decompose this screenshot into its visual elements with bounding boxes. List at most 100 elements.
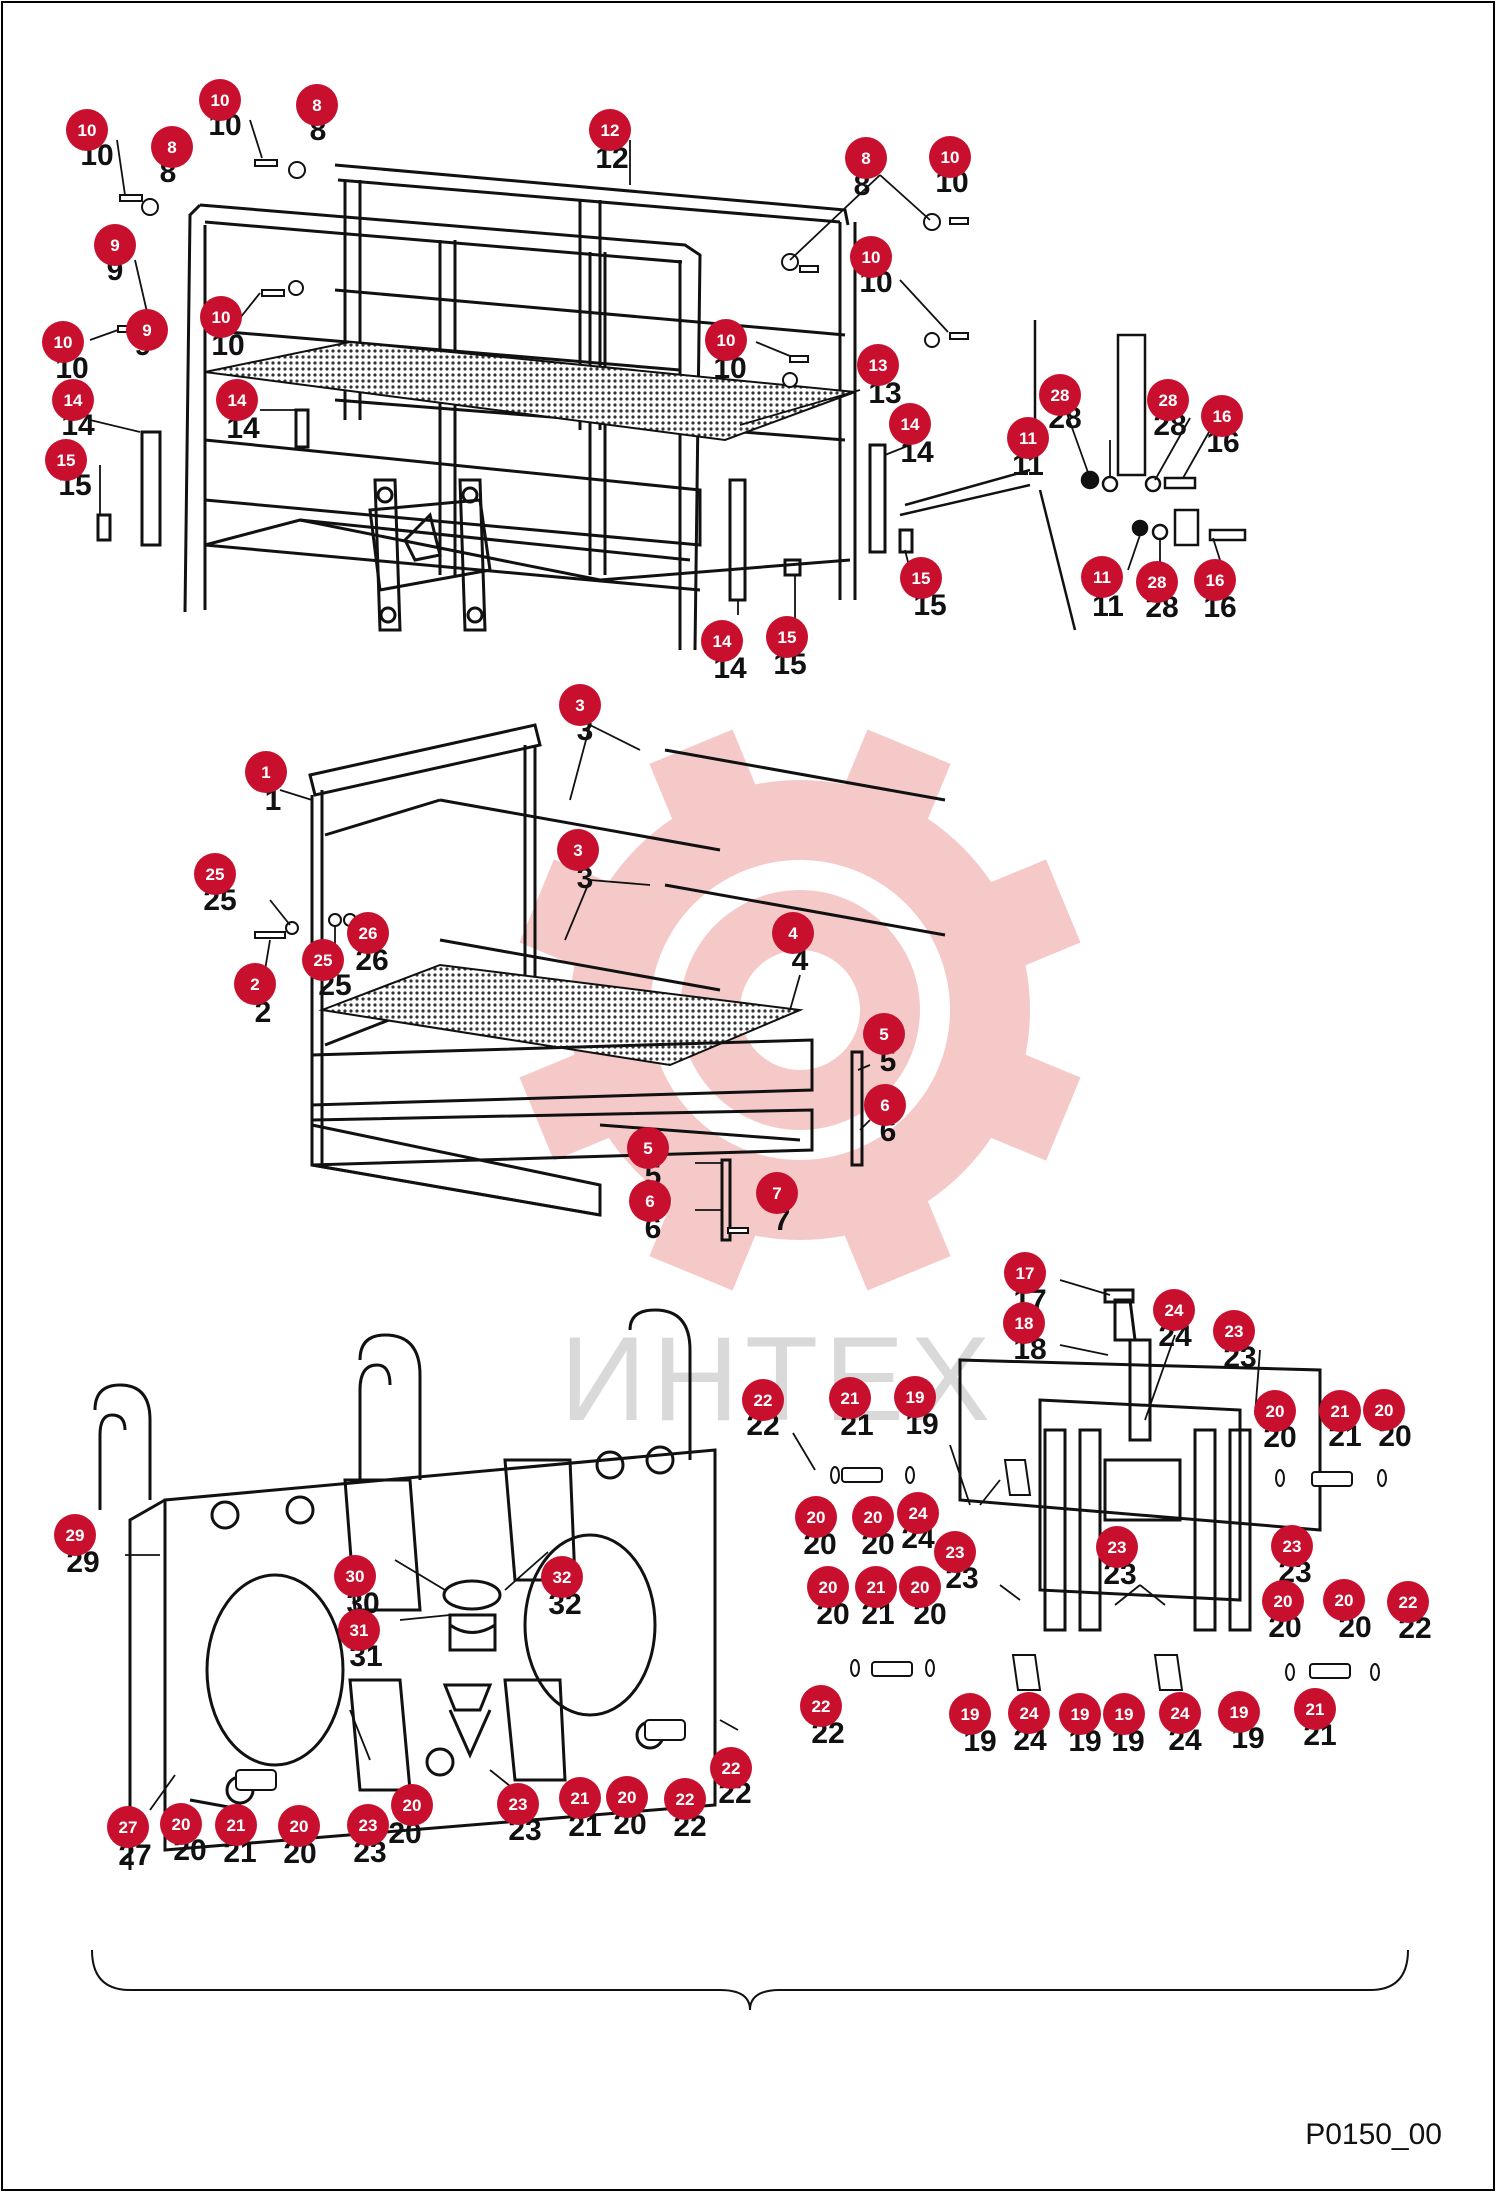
callout-bubble-label: 24 — [1020, 1704, 1039, 1723]
callout-bubble-label: 31 — [350, 1621, 369, 1640]
collar-icon — [1153, 1654, 1184, 1691]
callout-bubble-label: 27 — [119, 1818, 138, 1837]
callout-bubble-label: 12 — [601, 121, 620, 140]
nut-icon — [782, 372, 798, 388]
callout-bubble-label: 18 — [1015, 1314, 1034, 1333]
callout-bubble — [1363, 1389, 1405, 1431]
callout-bubble — [929, 136, 971, 178]
callout-bubble — [1059, 1693, 1101, 1735]
callout-bubble — [66, 109, 108, 151]
callout-bubble-label: 1 — [261, 763, 270, 782]
clamp-detail — [899, 320, 1247, 631]
callout-bubble — [1254, 1390, 1296, 1432]
callout-bubble-label: 23 — [1225, 1322, 1244, 1341]
callout-bubble-label: 26 — [359, 924, 378, 943]
callout-bubble-label: 22 — [812, 1697, 831, 1716]
callout-bubble — [216, 379, 258, 421]
callout-bubble — [54, 1514, 96, 1556]
callout-8: 88 — [845, 137, 887, 202]
callout-bubble — [855, 1566, 897, 1608]
ring-icon — [1285, 1663, 1295, 1681]
callout-bubble-label: 10 — [212, 308, 231, 327]
callout-bubble-label: 28 — [1051, 386, 1070, 405]
callout-6: 66 — [864, 1084, 906, 1148]
callout-bubble — [45, 439, 87, 481]
callout-bubble — [1147, 379, 1189, 421]
callout-bubble — [705, 319, 747, 361]
callout-bubble — [1213, 1310, 1255, 1352]
callout-bubble — [1323, 1579, 1365, 1621]
callout-bubble — [1039, 374, 1081, 416]
callout-bubble — [126, 309, 168, 351]
callout-bubble — [889, 403, 931, 445]
callout-bubble-label: 20 — [819, 1578, 838, 1597]
callout-bubble — [606, 1776, 648, 1818]
callout-bubble — [857, 344, 899, 386]
callout-bubble — [1201, 395, 1243, 437]
callout-bubble-label: 28 — [1148, 573, 1167, 592]
washer-icon — [328, 913, 342, 927]
washer-icon — [141, 198, 159, 216]
callout-bubble-label: 20 — [618, 1788, 637, 1807]
callout-bubble — [664, 1778, 706, 1820]
callout-bubble — [850, 236, 892, 278]
assembly-brace — [91, 1949, 1409, 2011]
callout-bubble — [107, 1806, 149, 1848]
callout-bubble — [629, 1180, 671, 1222]
callout-bubble-label: 9 — [110, 236, 119, 255]
callout-bubble-label: 15 — [912, 569, 931, 588]
callout-bubble — [1262, 1580, 1304, 1622]
callout-bubble — [557, 829, 599, 871]
callout-bubble-label: 20 — [864, 1508, 883, 1527]
callout-2: 22 — [234, 963, 276, 1029]
callout-bubble-label: 20 — [1266, 1402, 1285, 1421]
callout-bubble-label: 14 — [228, 391, 247, 410]
callout-bubble-label: 7 — [772, 1184, 781, 1203]
upper-platform-assembly — [96, 163, 914, 651]
pins-and-rings — [235, 1459, 1387, 1791]
callout-bubble — [807, 1566, 849, 1608]
callout-bubble-label: 8 — [167, 138, 176, 157]
callout-bubble-label: 9 — [142, 321, 151, 340]
nut-icon — [288, 280, 304, 296]
drawing-id: P0150_00 — [1305, 2118, 1442, 2151]
callout-bubble — [215, 1804, 257, 1846]
callout-bubble-label: 29 — [66, 1526, 85, 1545]
callout-bubble — [391, 1784, 433, 1826]
callout-bubble — [1081, 556, 1123, 598]
callout-bubble — [766, 616, 808, 658]
pin-icon — [1309, 1663, 1351, 1679]
callout-layer: 1010101088881212881010991010991010101010… — [42, 79, 1432, 1872]
bolt-icon — [949, 217, 969, 225]
callout-bubble-label: 21 — [571, 1789, 590, 1808]
callout-bubble-label: 23 — [946, 1543, 965, 1562]
callout-bubble-label: 16 — [1213, 407, 1232, 426]
callout-bubble — [151, 126, 193, 168]
callout-bubble — [1008, 1692, 1050, 1734]
callout-bubble-label: 3 — [573, 841, 582, 860]
callout-bubble — [756, 1172, 798, 1214]
callout-bubble-label: 21 — [1331, 1402, 1350, 1421]
middle-fasteners — [254, 913, 749, 1234]
